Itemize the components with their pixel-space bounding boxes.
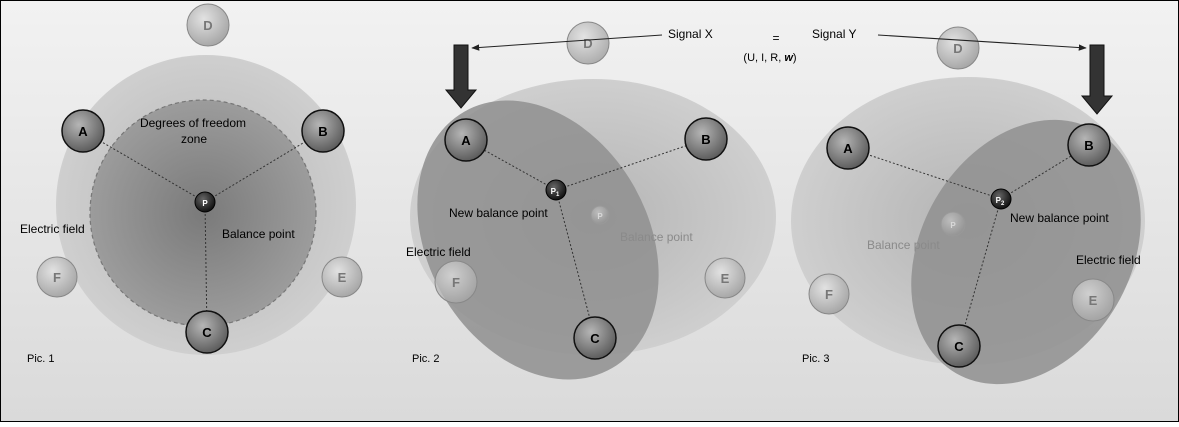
pic2-new-balance-point-label: P1 xyxy=(551,187,560,198)
pic3-old-balance-point xyxy=(940,211,966,237)
pic2-new-balance-label: New balance point xyxy=(449,206,548,220)
pic3-old-balance-point-label: P xyxy=(950,221,956,230)
pic1-zone-label-line2: zone xyxy=(181,132,207,146)
pic1-node-f-label: F xyxy=(53,270,61,285)
pic2-node-b xyxy=(684,117,728,161)
signal-params-close: ) xyxy=(793,52,797,64)
pic3-old-balance-label: Balance point xyxy=(867,238,940,252)
pic3-caption: Pic. 3 xyxy=(802,353,830,365)
pic3-node-a-label: A xyxy=(843,141,853,156)
pic1-balance-point xyxy=(194,191,216,213)
pic2-old-balance-point-label: P xyxy=(597,212,603,221)
pic2-node-f xyxy=(434,260,478,304)
pic3-node-b xyxy=(1067,123,1111,167)
pic1-link-pb xyxy=(204,130,324,203)
pic3-link-pa xyxy=(847,147,1002,200)
pic2-center-p: P xyxy=(551,187,557,196)
signal-y-arrow-icon xyxy=(877,34,1087,51)
pic2-node-d xyxy=(566,21,610,65)
pic1-node-b xyxy=(301,109,345,153)
signal-x-label: Signal X xyxy=(668,27,713,41)
pic2-shifted-zone xyxy=(417,100,659,380)
pic3-node-c-label: C xyxy=(954,339,964,354)
signal-params-omega: w xyxy=(784,52,794,64)
pic2-node-b-label: B xyxy=(701,132,710,147)
pic2-old-balance-label: Balance point xyxy=(620,230,693,244)
pic3-link-pb xyxy=(1000,144,1090,200)
pic3-node-a xyxy=(826,126,870,170)
pic3-node-f xyxy=(808,273,850,315)
pic1-node-f xyxy=(36,256,78,298)
pic1-node-c-label: C xyxy=(202,325,212,340)
signal-x-arrow-icon xyxy=(471,34,663,51)
pic2-center-sub: 1 xyxy=(556,192,560,198)
pic1-panel: D A B C F E P Degrees of freedom zone Ba… xyxy=(20,3,363,365)
pic1-caption: Pic. 1 xyxy=(27,353,55,365)
pic3-panel: D A B C F E P P2 New balance point Balan… xyxy=(791,26,1145,385)
pic3-node-e-label: E xyxy=(1089,293,1098,308)
pic2-node-c-label: C xyxy=(590,331,600,346)
pic2-node-a xyxy=(444,118,488,162)
pic3-node-b-label: B xyxy=(1084,138,1093,153)
pic2-node-d-label: D xyxy=(583,36,592,51)
pic2-new-balance-point xyxy=(545,179,567,201)
pic1-node-b-label: B xyxy=(318,124,327,139)
pic2-field-label: Electric field xyxy=(406,245,471,259)
pic3-node-f-label: F xyxy=(825,287,833,302)
pic2-panel: D A B C F E P P1 New balance point Balan… xyxy=(406,21,776,380)
pic3-center-sub: 2 xyxy=(1001,201,1005,207)
pic2-link-pc xyxy=(555,189,596,339)
pic2-old-balance-point xyxy=(590,205,610,225)
pic3-field-label: Electric field xyxy=(1076,253,1141,267)
pic2-node-e-label: E xyxy=(721,271,730,286)
signal-header: Signal X = Signal Y (U, I, R, w) xyxy=(471,27,1087,64)
pic1-node-e-label: E xyxy=(338,270,347,285)
signal-params-text: (U, I, R, xyxy=(743,52,784,64)
signal-params: (U, I, R, w) xyxy=(743,52,796,64)
pic3-node-e xyxy=(1071,278,1115,322)
pic1-node-c xyxy=(185,310,229,354)
pic2-node-c xyxy=(573,316,617,360)
pic1-zone-label-line1: Degrees of freedom xyxy=(140,116,246,130)
pic1-node-e xyxy=(321,256,363,298)
pic2-force-arrow-icon xyxy=(444,44,478,109)
pic3-center-p: P xyxy=(996,196,1002,205)
signal-y-label: Signal Y xyxy=(812,27,856,41)
pic1-link-pa xyxy=(82,130,206,203)
pic3-link-pc xyxy=(958,198,1002,347)
pic2-node-f-label: F xyxy=(452,275,460,290)
pic3-node-d-label: D xyxy=(953,41,962,56)
pic1-balance-label: Balance point xyxy=(222,227,295,241)
pic1-field-label: Electric field xyxy=(20,222,85,236)
pic2-node-a-label: A xyxy=(461,133,471,148)
pic1-node-d xyxy=(186,3,230,47)
pic1-node-a-label: A xyxy=(78,124,88,139)
pic3-new-balance-point-label: P2 xyxy=(996,196,1005,207)
pic3-node-c xyxy=(937,324,981,368)
pic2-link-pb xyxy=(555,138,707,191)
pic2-caption: Pic. 2 xyxy=(412,353,440,365)
pic3-new-balance-label: New balance point xyxy=(1010,211,1109,225)
pic1-balance-point-label: P xyxy=(202,199,208,208)
pic1-node-d-label: D xyxy=(203,18,212,33)
pic1-node-a xyxy=(61,109,105,153)
pic3-node-d xyxy=(936,26,980,70)
pic2-node-e xyxy=(704,257,746,299)
pic3-force-arrow-icon xyxy=(1080,44,1114,115)
pic3-new-balance-point xyxy=(990,188,1012,210)
signal-equals: = xyxy=(772,31,779,45)
